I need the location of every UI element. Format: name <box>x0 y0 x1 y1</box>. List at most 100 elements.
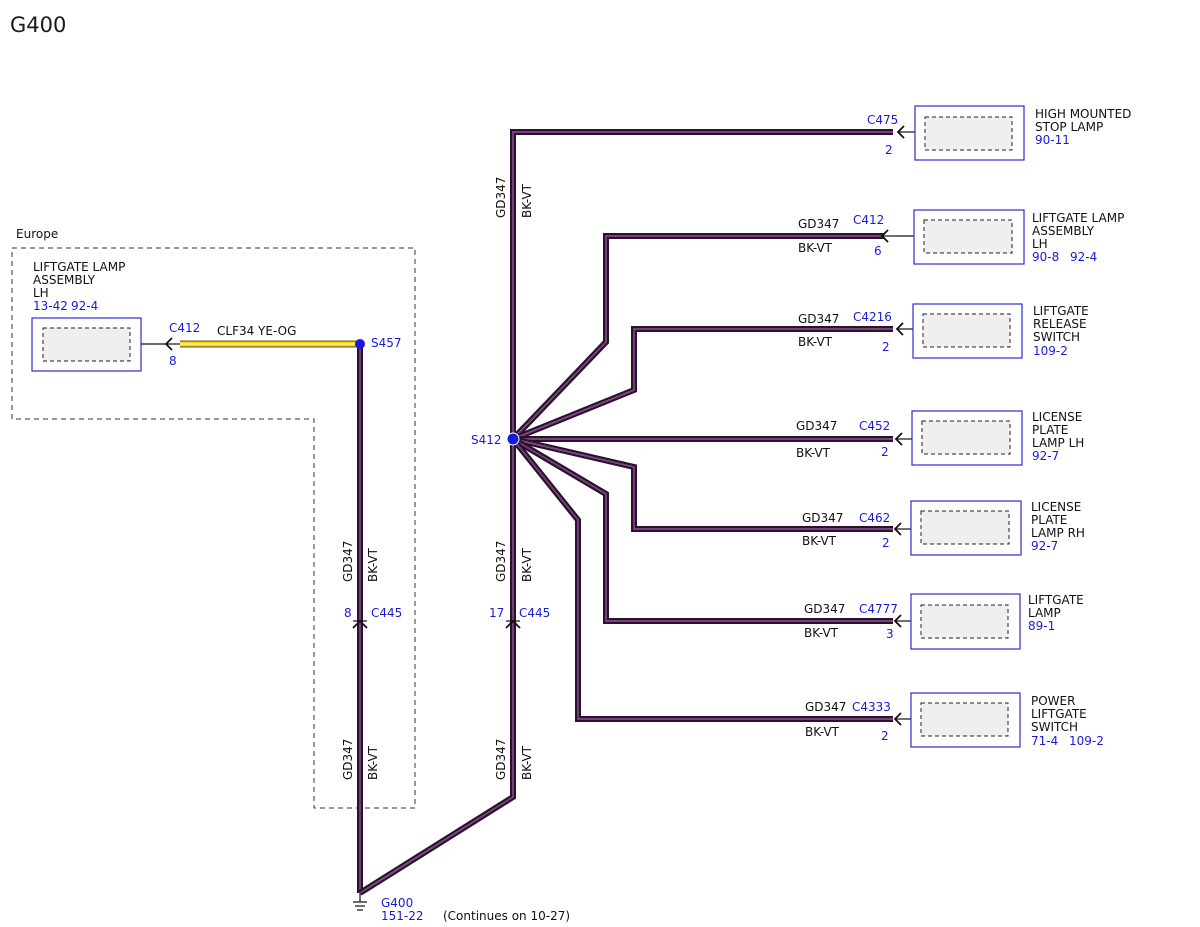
c445-left-label: C445 <box>371 606 402 620</box>
left-connector-label: C412 <box>169 321 200 335</box>
branch-connector-label: C4777 <box>859 602 898 616</box>
c445-right-pin: 17 <box>489 606 504 620</box>
vlabel-s457-color: BK-VT <box>366 547 380 582</box>
component-ref[interactable]: 92-7 <box>1032 449 1059 463</box>
wire-c4216[interactable] <box>511 326 893 442</box>
branch-connector-label: C462 <box>859 511 890 525</box>
component-body <box>923 219 1013 254</box>
branch-c4216: GD347 BK-VT C4216 2 LIFTGATE RELEASE SWI… <box>798 303 1089 359</box>
wire-c475[interactable] <box>510 129 893 439</box>
branch-color-label: BK-VT <box>796 446 831 460</box>
component-ref[interactable]: 92-4 <box>1070 250 1097 264</box>
component-ref[interactable]: 92-7 <box>1031 539 1058 553</box>
component-name-line: PLATE <box>1031 513 1067 527</box>
component-ref[interactable]: 109-2 <box>1033 344 1068 358</box>
vlabel-top-circuit: GD347 <box>494 177 508 218</box>
splice-s412-label: S412 <box>471 433 502 447</box>
component-name-line: RELEASE <box>1033 317 1087 331</box>
left-connector-pin: 8 <box>169 354 177 368</box>
wire-c4777[interactable] <box>511 436 893 624</box>
branch-component[interactable] <box>911 410 1023 466</box>
branch-component[interactable] <box>912 303 1023 359</box>
component-body <box>922 313 1011 348</box>
branch-c462: GD347 BK-VT C462 2 LICENSE PLATE LAMP RH… <box>802 500 1085 556</box>
component-ref[interactable]: 109-2 <box>1069 734 1104 748</box>
vlabel-ground-left-color: BK-VT <box>366 745 380 780</box>
component-name-line: LAMP RH <box>1031 526 1085 540</box>
inline-connector-c445-right[interactable] <box>505 619 521 629</box>
component-name-line: LAMP <box>1028 606 1061 620</box>
component-name-line: LICENSE <box>1031 500 1081 514</box>
branch-component[interactable] <box>914 105 1025 161</box>
component-name-line: PLATE <box>1032 423 1068 437</box>
component-name-line: LIFTGATE LAMP <box>1032 211 1124 225</box>
component-ref[interactable]: 90-11 <box>1035 133 1070 147</box>
left-component-ref-2[interactable]: 92-4 <box>71 299 98 313</box>
component-body <box>920 510 1010 545</box>
branch-component[interactable] <box>913 209 1025 265</box>
branch-circuit-label: GD347 <box>798 312 839 326</box>
left-component-name-line-3: LH <box>33 286 49 300</box>
ground-icon <box>353 893 367 911</box>
branch-connector-label: C4216 <box>853 310 892 324</box>
branch-color-label: BK-VT <box>798 241 833 255</box>
branch-connector-pin: 2 <box>885 143 893 157</box>
left-component[interactable]: LIFTGATE LAMP ASSEMBLY LH 13-42 92-4 <box>31 260 142 372</box>
component-ref[interactable]: 71-4 <box>1031 734 1058 748</box>
wire-c4333[interactable] <box>510 437 893 722</box>
ground-ref[interactable]: 151-22 <box>381 909 424 923</box>
ground-name[interactable]: G400 <box>381 896 413 910</box>
vlabel-ground-right-color: BK-VT <box>520 745 534 780</box>
component-name-line: SWITCH <box>1031 720 1078 734</box>
branch-connector-pin: 2 <box>881 729 889 743</box>
component-name-line: LIFTGATE <box>1033 304 1089 318</box>
branch-c4777: GD347 BK-VT C4777 3 LIFTGATE LAMP 89-1 <box>804 593 1084 650</box>
splice-s457-label: S457 <box>371 336 402 350</box>
inline-connector-c445-left[interactable] <box>352 619 368 629</box>
wire-c462[interactable] <box>512 436 893 532</box>
branch-color-label: BK-VT <box>805 725 840 739</box>
branch-connector-pin: 3 <box>886 627 894 641</box>
branch-circuit-label: GD347 <box>805 700 846 714</box>
branch-c4333: GD347 BK-VT C4333 2 POWER LIFTGATE SWITC… <box>805 692 1104 748</box>
component-name-line: LIFTGATE <box>1028 593 1084 607</box>
branch-connector-pin: 2 <box>881 445 889 459</box>
vlabel-ground-left-circuit: GD347 <box>341 739 355 780</box>
component-name-line: LIFTGATE <box>1031 707 1087 721</box>
component-name-line: LICENSE <box>1032 410 1082 424</box>
branch-circuit-label: GD347 <box>804 602 845 616</box>
c445-right-label: C445 <box>519 606 550 620</box>
left-component-name-line-1: LIFTGATE LAMP <box>33 260 125 274</box>
branch-connector-pin: 2 <box>882 340 890 354</box>
c445-left-pin: 8 <box>344 606 352 620</box>
wire-c412[interactable] <box>510 233 884 442</box>
branch-connector-label: C475 <box>867 113 898 127</box>
wire-s412-to-ground[interactable] <box>358 439 516 896</box>
component-name-line: ASSEMBLY <box>1032 224 1095 238</box>
branch-component[interactable] <box>910 692 1021 748</box>
branch-connector-label: C4333 <box>852 700 891 714</box>
vlabel-ground-right-circuit: GD347 <box>494 739 508 780</box>
europe-region-label: Europe <box>16 227 58 241</box>
branch-connector-label: C452 <box>859 419 890 433</box>
component-ref[interactable]: 89-1 <box>1028 619 1055 633</box>
splice-s412-dot[interactable] <box>506 432 520 446</box>
branch-circuit-label: GD347 <box>798 217 839 231</box>
branch-component[interactable] <box>910 593 1021 650</box>
left-component-body <box>42 327 131 362</box>
branch-connector-pin: 6 <box>874 244 882 258</box>
component-name-line: SWITCH <box>1033 330 1080 344</box>
page-title: G400 <box>10 13 66 37</box>
yellow-wire-label: CLF34 YE-OG <box>217 324 296 338</box>
branch-component[interactable] <box>910 500 1022 556</box>
splice-s457-dot[interactable] <box>355 339 365 349</box>
branch-connector-pin: 2 <box>882 536 890 550</box>
branch-list: C475 2 HIGH MOUNTED STOP LAMP 90-11 GD34… <box>796 105 1131 748</box>
component-ref[interactable]: 90-8 <box>1032 250 1059 264</box>
component-body <box>921 420 1011 455</box>
branch-color-label: BK-VT <box>802 534 837 548</box>
left-component-ref-1[interactable]: 13-42 <box>33 299 68 313</box>
branch-c452: GD347 BK-VT C452 2 LICENSE PLATE LAMP LH… <box>796 410 1084 466</box>
branch-c412: GD347 BK-VT C412 6 LIFTGATE LAMP ASSEMBL… <box>798 209 1124 265</box>
component-body <box>924 116 1013 151</box>
